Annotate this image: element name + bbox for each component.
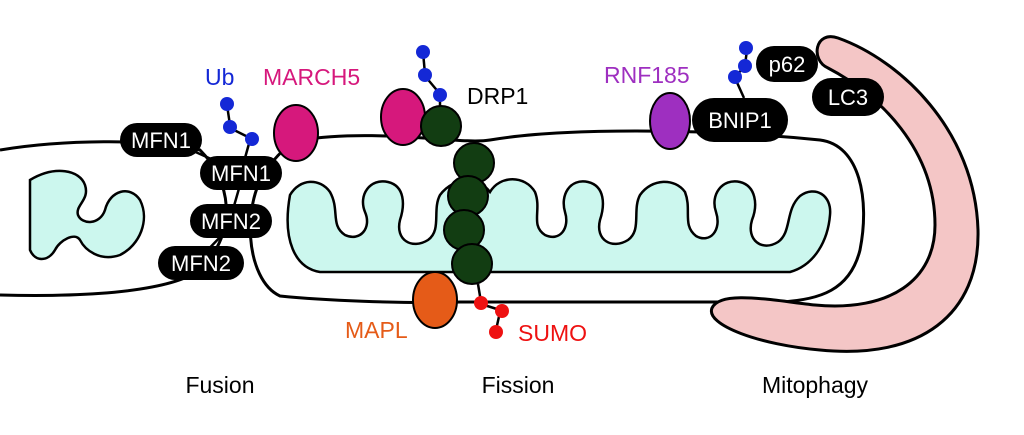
rnf185-oval	[649, 92, 691, 150]
mfn1-inner-label: MFN1	[211, 161, 271, 186]
march5-left-oval	[273, 104, 319, 162]
p62-pill: p62	[756, 46, 818, 82]
fusion-caption: Fusion	[185, 372, 254, 398]
mfn2-upper-label: MFN2	[201, 209, 261, 234]
rnf185-label: RNF185	[604, 62, 690, 88]
sumo-label: SUMO	[518, 320, 587, 346]
mfn2-lower-pill: MFN2	[158, 246, 244, 280]
mfn2-lower-label: MFN2	[171, 251, 231, 276]
drp1-label: DRP1	[467, 83, 528, 109]
bnip1-pill: BNIP1	[692, 98, 788, 142]
mfn1-outer-label: MFN1	[131, 128, 191, 153]
drp1-ubiquitin-chain	[416, 45, 447, 112]
p62-label: p62	[769, 52, 806, 77]
right-mitochondrion	[248, 129, 866, 305]
drp1-oligomer	[420, 105, 495, 285]
right-outer-membrane	[248, 129, 866, 305]
mfn1-inner-pill: MFN1	[200, 156, 282, 190]
march5-label: MARCH5	[263, 64, 360, 90]
phagophore-membrane	[710, 35, 980, 353]
bnip1-ubiquitin-chain	[728, 41, 753, 99]
drp1-subunit	[451, 243, 493, 285]
ub-label: Ub	[205, 64, 234, 90]
mapl-label: MAPL	[345, 317, 408, 343]
march5-right-oval	[380, 88, 426, 146]
mitophagy-caption: Mitophagy	[762, 372, 869, 398]
mfn2-upper-pill: MFN2	[190, 204, 272, 238]
fission-caption: Fission	[482, 372, 555, 398]
sumo-chain	[474, 283, 509, 339]
mapl-oval	[412, 271, 458, 329]
lc3-label: LC3	[828, 85, 868, 110]
ubiquitin-chain-mfn1	[220, 97, 259, 159]
lc3-pill: LC3	[812, 78, 884, 116]
bnip1-label: BNIP1	[708, 108, 772, 133]
mfn1-outer-pill: MFN1	[120, 123, 202, 157]
right-cristae	[286, 178, 832, 274]
drp1-subunit	[420, 105, 462, 147]
left-cristae	[28, 169, 146, 261]
